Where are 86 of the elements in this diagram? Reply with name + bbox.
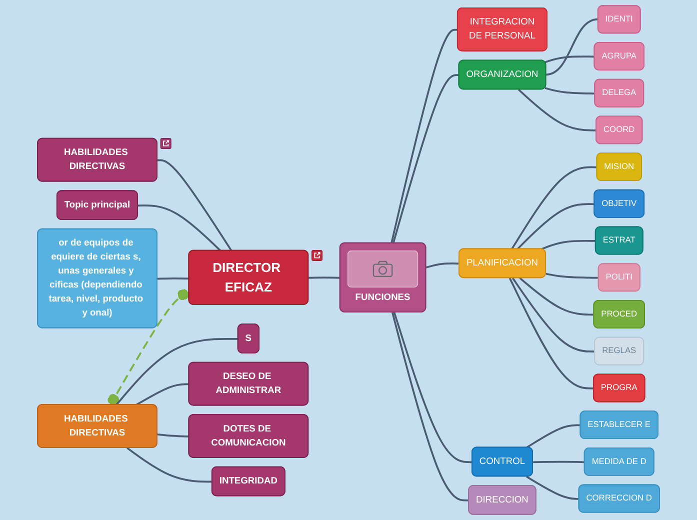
topic-text: ORGANIZACION [466,68,538,82]
topic-text: ESTABLECER E [588,418,651,431]
topic-text: or de equipos de equiere de ciertas s, unas generales y cificas (dependiendo tarea, nivel, producto y onal) [48,237,144,320]
connector-line [518,88,596,132]
topic-text: OBJETIV [602,197,637,210]
topic-text: DIRECCION [476,494,528,507]
subtopic-box [596,152,642,182]
connector-line [516,203,595,250]
topic-text: HABILIDADES DIRECTIVAS [63,412,129,440]
connector-line [541,240,596,250]
topic-box [56,190,138,220]
subtopic-box [592,374,646,402]
topic-box [188,362,309,406]
dashed-relationship-line [108,289,190,406]
topic-box [37,404,158,448]
picture-topic-box [339,242,426,312]
topic-text: INTEGRACION DE PERSONAL [468,16,536,44]
topic-text: MISION [604,160,634,173]
subtopic-box [594,336,644,366]
topic-text: DELEGA [602,86,636,100]
topic-box [211,466,286,496]
connector-line [138,204,222,252]
connector-line [511,166,598,250]
topic-text: REGLAS [602,344,636,358]
topic-text: DOTES DE COMUNICACION [210,422,287,450]
topic-text: POLITI [606,271,632,284]
connector-line [116,338,238,406]
subtopic-box [594,78,644,108]
subtopic-box [578,484,660,513]
topic-text: FUNCIONES [355,291,410,304]
subtopic-box [596,116,643,144]
subtopic-box [471,446,533,477]
central-topic-box [188,250,309,305]
topic-box [37,138,158,182]
note-box [37,228,158,328]
subtopic-box [468,485,536,515]
connector-line [157,278,190,280]
connector-line [390,28,458,244]
topic-text: PROGRA [600,382,638,394]
connector-line [391,312,470,502]
connector-line [512,278,596,352]
connector-line [157,159,232,252]
topic-text: ESTRAT [602,234,636,246]
connector-line [544,87,596,94]
subtopic-box [593,300,646,328]
topic-text: PLANIFICACION [466,257,538,270]
subtopic-box [584,447,654,476]
subtopic-box [594,226,644,255]
connector-line [544,56,595,64]
topic-box [188,414,309,458]
subtopic-box [597,5,641,34]
topic-text: IDENTI [605,13,633,26]
topic-text: CORRECCION D [586,492,652,504]
subtopic-box [456,7,548,52]
topic-text: COORD [603,124,635,136]
topic-text: DIRECTOR EFICAZ [212,258,282,296]
connector-line [126,447,212,483]
connector-line [546,18,598,76]
subtopic-box [580,410,658,440]
connector-line [136,383,190,406]
topic-text: AGRUPA [602,50,637,62]
connector-line [308,276,340,279]
connector-line [508,278,594,390]
topic-text: DESEO DE ADMINISTRAR [214,370,282,398]
topic-text: S [245,332,252,346]
connector-line [157,433,190,438]
connector-line [426,262,460,268]
connector-line [546,272,599,279]
topic-text: PROCED [601,308,638,320]
connector-line [392,74,460,244]
subtopic-box [458,248,546,278]
topic-text: INTEGRIDAD [219,475,278,488]
topic-box [237,324,260,354]
connector-line [393,312,472,464]
topic-text: HABILIDADES DIRECTIVAS [63,146,129,174]
connector-line [526,424,581,448]
subtopic-box [594,42,644,70]
connector-line [519,277,594,316]
subtopic-box [458,60,546,90]
subtopic-box [598,263,640,292]
subtopic-box [594,189,645,218]
topic-text: MEDIDA DE D [592,455,646,468]
connector-line [532,460,585,464]
connector-line [526,476,580,500]
topic-text: Topic principal [64,198,130,212]
topic-text: CONTROL [479,456,526,469]
